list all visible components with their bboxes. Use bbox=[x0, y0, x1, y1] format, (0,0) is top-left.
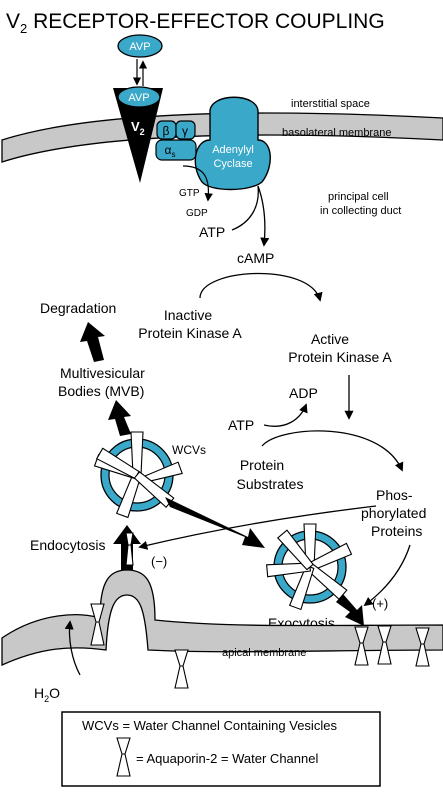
interstitial-space-label: interstitial space bbox=[291, 98, 370, 110]
phos-stimulates-exocytosis-arrow bbox=[363, 544, 411, 607]
endocytosis-label: Endocytosis bbox=[30, 537, 105, 553]
substrates-label-1: Protein bbox=[240, 457, 284, 473]
phos-inhibits-endocytosis-arrow bbox=[138, 505, 377, 550]
svg-text:AVP: AVP bbox=[128, 92, 149, 104]
aquaporin-channels-apical bbox=[90, 532, 430, 689]
atp-camp-arrow bbox=[231, 185, 265, 245]
apical-membrane-label: apical membrane bbox=[222, 647, 306, 659]
diagram-title: V2 RECEPTOR-EFFECTOR COUPLING bbox=[6, 10, 385, 36]
aquaporin-legend-icon bbox=[116, 737, 131, 777]
atp2-label: ATP bbox=[228, 417, 254, 433]
mvb-label-1: Multivesicular bbox=[60, 365, 145, 381]
water-flow-arrow bbox=[64, 620, 81, 676]
wcv-translocation-arrow bbox=[165, 497, 265, 548]
g-protein: β γ αs bbox=[155, 120, 197, 161]
wcv-to-mvb-arrow bbox=[108, 400, 131, 436]
wcvs-label: WCVs bbox=[172, 443, 206, 457]
svg-text:γ: γ bbox=[182, 124, 188, 138]
svg-text:AVP: AVP bbox=[129, 41, 150, 53]
plus-label: (+) bbox=[372, 596, 388, 611]
adp-label: ADP bbox=[289, 385, 318, 401]
legend-wcvs: WCVs = Water Channel Containing Vesicles bbox=[82, 718, 337, 733]
svg-text:V2: V2 bbox=[131, 119, 145, 137]
minus-label: (−) bbox=[151, 554, 167, 569]
legend-aquaporin: = Aquaporin-2 = Water Channel bbox=[136, 751, 318, 766]
svg-text:αs: αs bbox=[165, 143, 176, 159]
atp-adp-arrow bbox=[263, 403, 308, 427]
gtp-gdp-arrow bbox=[182, 165, 213, 202]
phos-label-2: phorylated bbox=[361, 505, 426, 521]
wcv-vesicle-upper bbox=[93, 431, 183, 519]
svg-text:β: β bbox=[163, 124, 170, 138]
endocytosis-arrow bbox=[113, 525, 141, 570]
degradation-label: Degradation bbox=[40, 300, 116, 316]
water-label: H2O bbox=[34, 685, 60, 704]
principal-cell-label: principal cell bbox=[328, 191, 389, 203]
basolateral-membrane bbox=[1, 112, 443, 163]
mvb-to-degradation-arrow bbox=[80, 322, 105, 362]
wcv-vesicle-lower bbox=[266, 523, 353, 611]
avp-ligand: AVP bbox=[117, 34, 163, 58]
substrates-label-2: Substrates bbox=[237, 476, 304, 492]
active-pka-label-1: Active bbox=[311, 331, 349, 347]
inactive-pka-label-2: Protein Kinase A bbox=[138, 325, 242, 341]
mvb-label-2: Bodies (MVB) bbox=[58, 383, 144, 399]
gtp-label: GTP bbox=[179, 188, 200, 199]
exocytosis-arrow bbox=[336, 594, 364, 626]
legend: WCVs = Water Channel Containing Vesicles… bbox=[61, 711, 381, 787]
inactive-pka-label-1: Inactive bbox=[164, 307, 212, 323]
atp-label: ATP bbox=[199, 224, 225, 240]
svg-text:Adenylyl: Adenylyl bbox=[212, 144, 254, 156]
basolateral-membrane-label: basolateral membrane bbox=[282, 127, 391, 139]
gdp-label: GDP bbox=[186, 208, 208, 219]
phos-label-3: Proteins bbox=[371, 523, 422, 539]
phosphorylation-arrow bbox=[261, 430, 404, 472]
svg-text:Cyclase: Cyclase bbox=[213, 158, 252, 170]
camp-label: cAMP bbox=[237, 250, 274, 266]
pka-activation-arrow bbox=[199, 272, 323, 302]
phos-label-1: Phos- bbox=[376, 487, 413, 503]
active-pka-label-2: Protein Kinase A bbox=[288, 349, 392, 365]
binding-equilibrium-arrows bbox=[132, 59, 148, 86]
collecting-duct-label: in collecting duct bbox=[320, 205, 401, 217]
v2-receptor: AVP V2 bbox=[113, 86, 163, 183]
adenylyl-cyclase: Adenylyl Cyclase bbox=[194, 96, 271, 191]
